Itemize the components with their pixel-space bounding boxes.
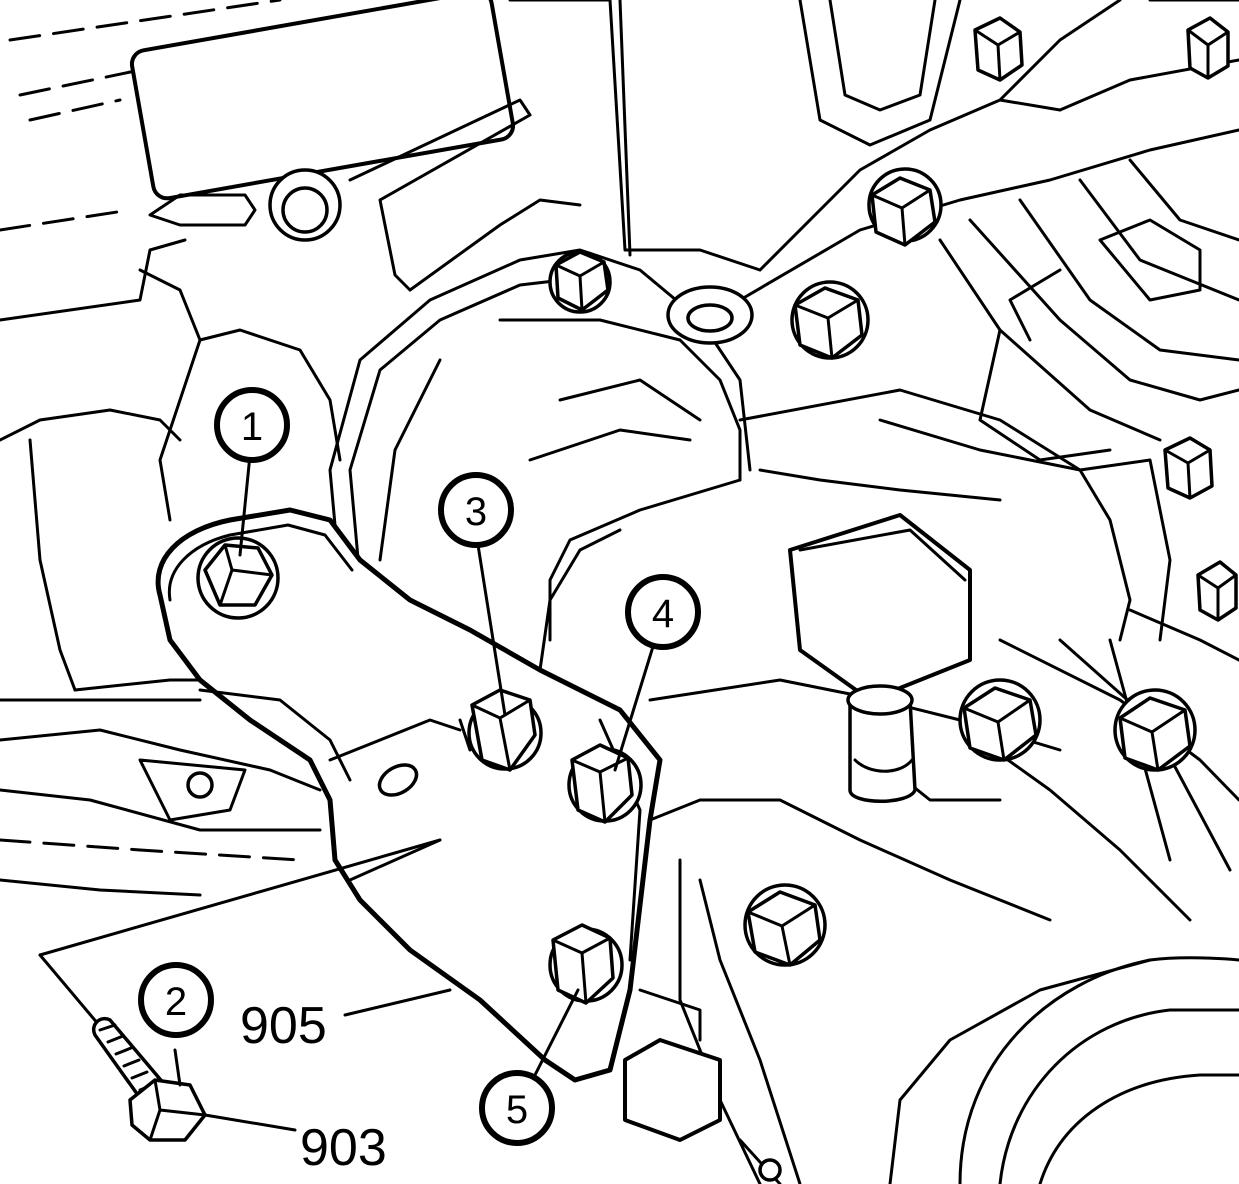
bolts	[196, 16, 1238, 1005]
leader-lines	[173, 453, 657, 1132]
callout-3-label: 3	[465, 490, 487, 534]
callout-1: 1	[214, 387, 290, 463]
callout-5: 5	[479, 1070, 555, 1146]
id-plate	[129, 0, 516, 201]
leader-905	[343, 988, 452, 1017]
callout-2: 2	[138, 962, 214, 1038]
engine-bolt-icon	[790, 280, 870, 360]
leader-903	[203, 1113, 297, 1132]
callout-1-label: 1	[241, 405, 263, 449]
bracket-hole	[377, 763, 419, 797]
engine-mount-bracket	[155, 507, 663, 1083]
engine-bolt-icon	[548, 250, 612, 314]
engine-bolt-icon	[867, 167, 943, 247]
engine-bolt-icon	[1186, 16, 1230, 80]
part-label-905: 905	[240, 997, 327, 1055]
engine-bolt-icon	[958, 678, 1042, 762]
callout-2-label: 2	[165, 980, 187, 1024]
callout-4-label: 4	[652, 592, 674, 636]
callout-5-label: 5	[506, 1088, 528, 1132]
leader-1	[238, 453, 252, 557]
leader-5	[533, 988, 580, 1077]
callout-4: 4	[625, 574, 701, 650]
engine-bolt-icon	[1196, 560, 1238, 622]
sensor-housing	[788, 513, 972, 702]
boss-lug	[148, 193, 257, 227]
loose-bolt-903-icon	[38, 838, 442, 1142]
sensor-icon	[846, 684, 917, 803]
engine-bolt-icon	[973, 16, 1024, 82]
callout-3: 3	[438, 472, 514, 548]
bolt-1-icon	[196, 536, 280, 620]
bolt-5-icon	[548, 923, 624, 1005]
bolt-3-icon	[467, 688, 543, 772]
part-label-903: 903	[300, 1119, 387, 1177]
engine-bolt-icon	[1113, 688, 1197, 772]
engine-bolt-icon	[1163, 436, 1214, 500]
engine-bolt-icon	[743, 883, 827, 967]
leader-3	[476, 543, 507, 717]
leader-4	[613, 638, 657, 772]
leader-2	[173, 1048, 182, 1087]
